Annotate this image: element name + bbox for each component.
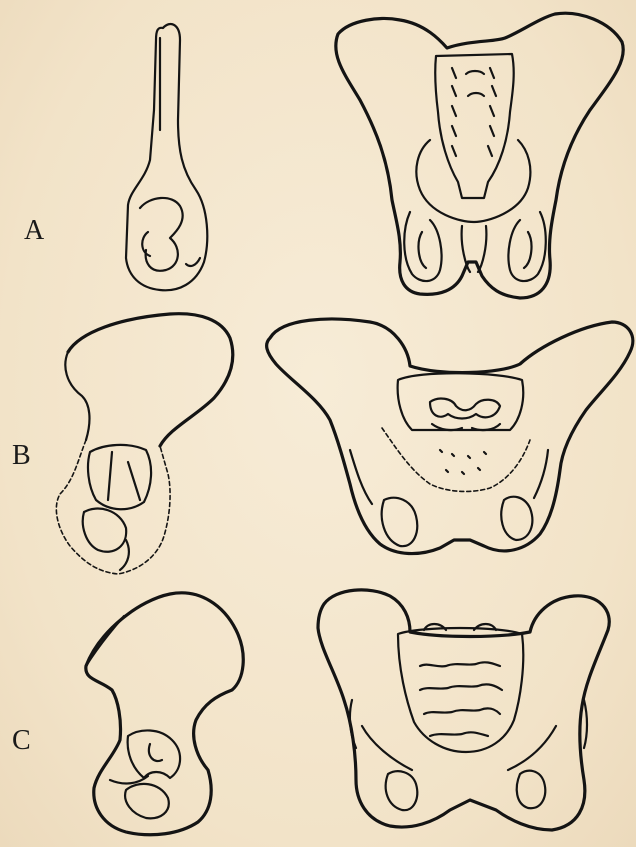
- row-c-hip-bone-side-view: [86, 593, 243, 835]
- row-a-hip-bone-side-view: [126, 24, 207, 290]
- row-a-pelvis-front-view: [336, 13, 623, 298]
- row-c-pelvis-front-view: [318, 590, 609, 830]
- row-b-pelvis-front-view: [267, 319, 633, 554]
- row-b-hip-bone-side-view: [56, 314, 232, 574]
